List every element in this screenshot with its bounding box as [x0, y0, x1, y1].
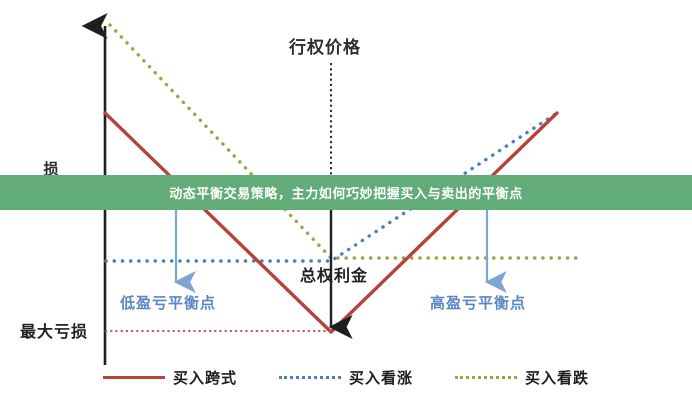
max-loss-label: 最大亏损	[20, 322, 89, 341]
total-premium-label: 总权利金	[300, 266, 369, 285]
chart-legend: 买入跨式 买入看涨 买入看跌	[0, 360, 692, 394]
legend-swatch-call	[278, 375, 341, 379]
overlay-banner-text: 动态平衡交易策略，主力如何巧妙把握买入与卖出的平衡点	[169, 187, 523, 202]
series-line-buy-put	[108, 23, 582, 260]
legend-item-straddle: 买入跨式	[102, 367, 237, 388]
legend-label-call: 买入看涨	[348, 368, 413, 387]
legend-swatch-put	[455, 375, 517, 379]
legend-label-put: 买入看跌	[525, 368, 590, 387]
y-axis-title-char-1: 损	[43, 160, 59, 178]
legend-label-straddle: 买入跨式	[172, 368, 237, 387]
high-breakeven-label: 高盈亏平衡点	[430, 294, 527, 312]
legend-swatch-straddle	[102, 375, 165, 379]
legend-item-call: 买入看涨	[278, 367, 413, 388]
overlay-banner: 动态平衡交易策略，主力如何巧妙把握买入与卖出的平衡点	[0, 175, 692, 210]
low-breakeven-label: 低盈亏平衡点	[120, 294, 217, 312]
series-line-buy-call	[104, 111, 559, 263]
legend-item-put: 买入看跌	[455, 367, 589, 388]
strike-price-label: 行权价格	[289, 38, 361, 58]
